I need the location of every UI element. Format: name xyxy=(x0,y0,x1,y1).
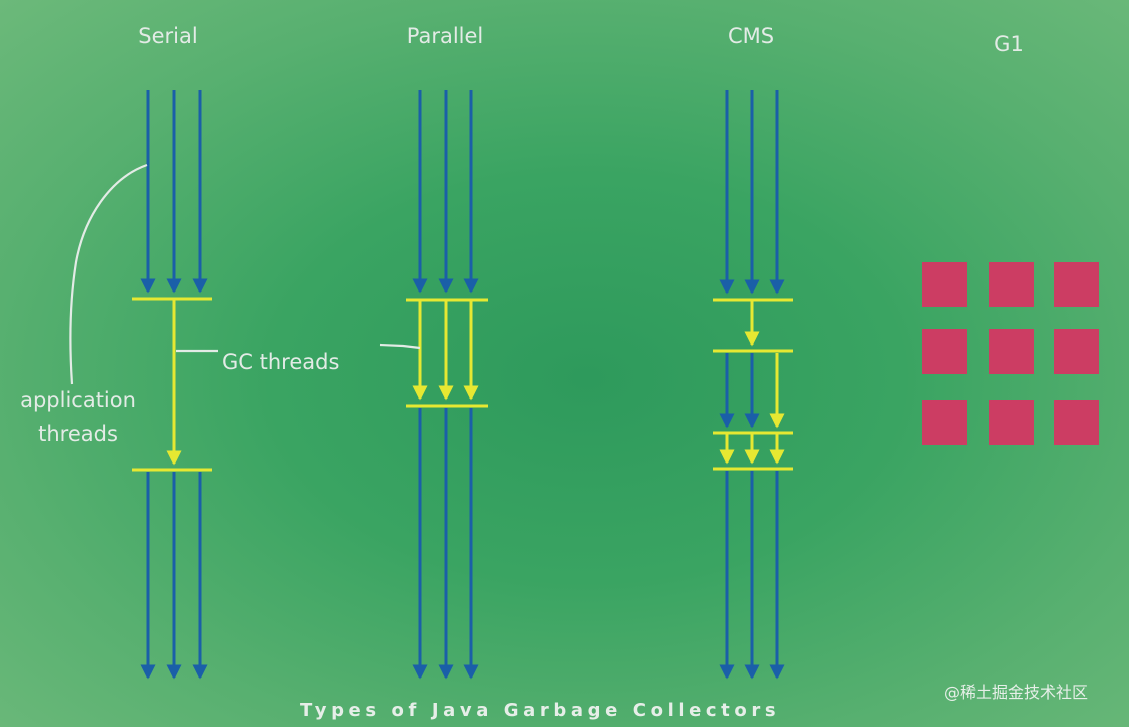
parallel-app-threads-bottom xyxy=(412,408,479,680)
g1-heap-regions xyxy=(922,262,1099,445)
cms-app-threads-top xyxy=(719,90,785,295)
parallel-gc-threads xyxy=(412,301,479,401)
gc-threads-label: GC threads xyxy=(222,350,340,374)
cms-collector xyxy=(713,90,793,680)
g1-region xyxy=(922,400,967,445)
g1-region xyxy=(922,329,967,374)
g1-region xyxy=(1054,400,1099,445)
g1-region xyxy=(1054,329,1099,374)
serial-collector xyxy=(132,90,212,680)
g1-region xyxy=(989,400,1034,445)
cms-remark-threads xyxy=(719,434,785,465)
serial-app-threads-bottom xyxy=(140,472,208,680)
cms-app-threads-bottom xyxy=(719,471,785,680)
g1-region xyxy=(1054,262,1099,307)
g1-title: G1 xyxy=(994,32,1024,56)
application-threads-label: application threads xyxy=(20,388,136,446)
serial-app-threads-top xyxy=(140,90,208,294)
cms-title: CMS xyxy=(727,24,775,48)
cms-app-threads-concurrent xyxy=(719,353,760,429)
parallel-app-threads-top xyxy=(412,90,479,294)
gc-threads-callout-line-right xyxy=(379,343,421,350)
g1-region xyxy=(922,262,967,307)
parallel-collector xyxy=(406,90,488,680)
g1-region xyxy=(989,262,1034,307)
g1-region xyxy=(989,329,1034,374)
serial-title: Serial xyxy=(138,24,198,48)
watermark: @稀土掘金技术社区 xyxy=(944,683,1089,702)
parallel-title: Parallel xyxy=(406,24,484,48)
application-threads-callout-line xyxy=(69,163,148,385)
diagram-caption: Types of Java Garbage Collectors xyxy=(300,700,781,721)
